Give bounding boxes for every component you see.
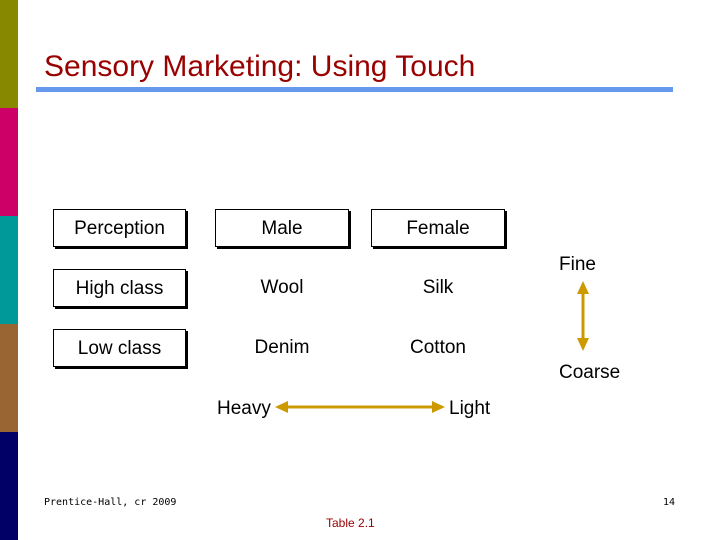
color-stripe-navy [0,432,18,540]
table-header-male: Male [215,209,349,247]
color-stripe-brown [0,324,18,432]
vertical-double-arrow [577,281,589,351]
footer-source: Prentice-Hall, cr 2009 [44,497,177,508]
slide-title: Sensory Marketing: Using Touch [44,50,476,83]
coarse-label: Coarse [559,362,621,383]
table-row-label-low-class: Low class [53,329,186,367]
table-cell-low-class-female: Cotton [410,337,466,358]
table-cell-high-class-female: Silk [422,277,454,298]
color-stripe-olive [0,0,18,108]
table-cell-low-class-male: Denim [254,337,310,358]
table-header-perception: Perception [53,209,186,247]
color-stripe-teal [0,216,18,324]
table-header-female: Female [371,209,505,247]
table-cell-high-class-male: Wool [260,277,304,298]
color-stripe-magenta [0,108,18,216]
fine-label: Fine [559,254,596,275]
title-underline [36,87,673,92]
table-caption: Table 2.1 [326,516,375,530]
page-number: 14 [663,497,676,508]
light-label: Light [449,398,491,419]
heavy-label: Heavy [217,398,271,419]
horizontal-double-arrow [275,401,445,413]
table-row-label-high-class: High class [53,269,186,307]
